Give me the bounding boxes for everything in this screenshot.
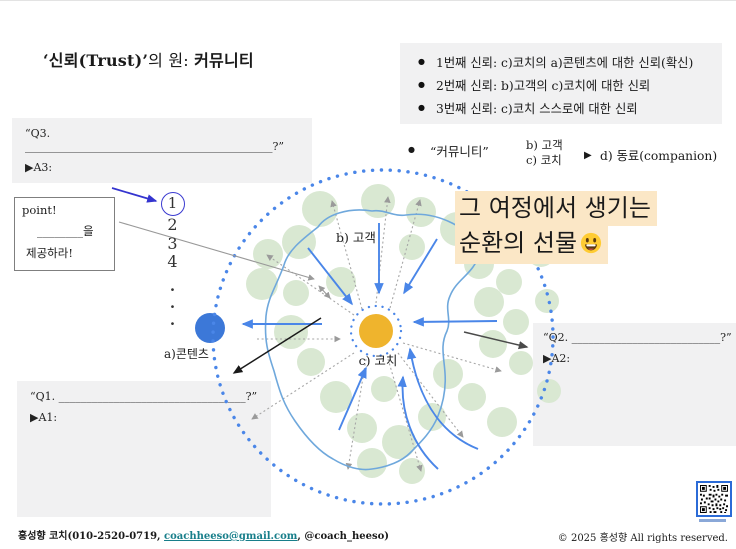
trust-list-box: ● 1번째 신뢰: c)코치의 a)콘텐츠에 대한 신뢰(확신) ● 2번째 신… bbox=[400, 43, 722, 124]
title-bold-trust: ‘신뢰(Trust)’ bbox=[43, 51, 149, 70]
qr-pattern bbox=[700, 485, 728, 513]
coach-circle bbox=[359, 314, 393, 348]
grinning-emoji-icon bbox=[580, 229, 602, 263]
trust-list-item: ● 1번째 신뢰: c)코치의 a)콘텐츠에 대한 신뢰(확신) bbox=[400, 50, 722, 73]
gift-note: 그 여정에서 생기는 순환의 선물 bbox=[455, 191, 657, 264]
footer-contact-prefix: 홍성향 코치(010-2520-0719, bbox=[18, 531, 165, 542]
q3-answer: ▶A3: bbox=[25, 161, 53, 174]
gift-line2: 순환의 선물 bbox=[459, 229, 578, 257]
sequence-number: 4 bbox=[167, 252, 178, 271]
coach-label: c) 코치 bbox=[358, 353, 398, 368]
q2-question: “Q2. ___________________________?” bbox=[543, 331, 732, 344]
title-bold-community: 커뮤니티 bbox=[194, 51, 254, 70]
point-line3: 제공하라! bbox=[26, 246, 73, 260]
content-label: a)콘텐츠 bbox=[164, 347, 209, 361]
community-options: b) 고객 c) 코치 bbox=[526, 138, 563, 168]
arrow-right-icon: ▶ bbox=[584, 150, 592, 161]
bullet-icon: ● bbox=[418, 103, 425, 112]
point-line2: ________을 bbox=[37, 224, 94, 238]
point-line1: point! bbox=[22, 203, 57, 217]
q2-answer: ▶A2: bbox=[543, 352, 571, 365]
customer-label: b) 고객 bbox=[336, 230, 376, 245]
community-label: “커뮤니티” bbox=[430, 144, 489, 159]
bullet-icon: ● bbox=[418, 80, 425, 89]
trust-item-text: 3번째 신뢰: c)코치 스스로에 대한 신뢰 bbox=[436, 101, 638, 116]
pointer-lines bbox=[111, 187, 331, 299]
sequence-list: 1 2 3 4 . . . bbox=[160, 192, 185, 329]
point-to-one-arrow bbox=[111, 187, 158, 203]
footer-contact: 홍성향 코치(010-2520-0719, coachheeso@gmail.c… bbox=[18, 527, 389, 542]
community-loop bbox=[264, 209, 483, 471]
gift-line2-wrap: 순환의 선물 bbox=[455, 226, 609, 264]
trust-list-item: ● 3번째 신뢰: c)코치 스스로에 대한 신뢰 bbox=[400, 96, 722, 119]
q3-box: “Q3. ___________________________________… bbox=[12, 118, 312, 183]
title-mid: 의 원: bbox=[148, 51, 195, 70]
q3-question: “Q3. ___________________________________… bbox=[25, 127, 285, 153]
community-option-coach: c) 코치 bbox=[526, 153, 562, 167]
coach-dotted-ring bbox=[349, 304, 403, 358]
sequence-number: 2 bbox=[167, 215, 178, 234]
qr-code bbox=[696, 481, 732, 517]
sequence-number: 3 bbox=[167, 233, 178, 253]
sequence-ellipsis: . . . bbox=[169, 276, 176, 329]
trust-list-item: ● 2번째 신뢰: b)고객의 c)코치에 대한 신뢰 bbox=[400, 73, 722, 96]
email-link[interactable]: coachheeso@gmail.com bbox=[164, 531, 298, 542]
qr-caption bbox=[699, 519, 726, 522]
q1-box: “Q1. __________________________________?… bbox=[17, 381, 271, 517]
trust-item-text: 2번째 신뢰: b)고객의 c)코치에 대한 신뢰 bbox=[436, 78, 651, 93]
footer-copyright: © 2025 홍성향 All rights reserved. bbox=[557, 533, 728, 544]
bullet-icon: ● bbox=[408, 145, 415, 154]
content-circle bbox=[195, 313, 225, 343]
q1-question: “Q1. __________________________________?… bbox=[30, 390, 258, 403]
bullet-icon: ● bbox=[418, 57, 425, 66]
gift-line1: 그 여정에서 생기는 bbox=[455, 191, 657, 226]
community-result: d) 동료(companion) bbox=[600, 149, 718, 163]
point-box: point! ________을 제공하라! bbox=[14, 197, 115, 271]
circled-number-1: 1 bbox=[160, 192, 185, 216]
footer-contact-suffix: , @coach_heeso) bbox=[297, 531, 389, 542]
page-title: ‘신뢰(Trust)’의 원: 커뮤니티 bbox=[43, 47, 254, 71]
q1-answer: ▶A1: bbox=[30, 411, 58, 424]
trust-item-text: 1번째 신뢰: c)코치의 a)콘텐츠에 대한 신뢰(확신) bbox=[436, 55, 694, 70]
community-row: ● “커뮤니티” b) 고객 c) 코치 ▶ d) 동료(companion) bbox=[398, 137, 734, 181]
q2-box: “Q2. ___________________________?” ▶A2: bbox=[533, 323, 736, 446]
community-option-customer: b) 고객 bbox=[526, 138, 563, 152]
